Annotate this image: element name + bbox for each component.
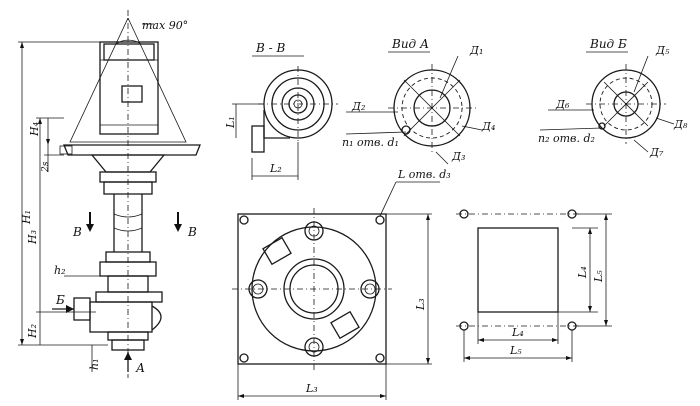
dim-D7: Д₇ [649, 146, 664, 159]
view-arrow-a: А [135, 361, 145, 375]
view-b-title: Вид Б [589, 37, 627, 51]
dim-D1: Д₁ [469, 44, 483, 57]
dim-L4: L₄ [576, 266, 589, 279]
dim-D8: Д₈ [673, 118, 688, 131]
dim-D5: Д₅ [655, 44, 670, 57]
foundation-view: L₄ L₅ L₄ L₅ [456, 209, 612, 362]
dim-L5-horizontal: L₅ [509, 344, 522, 357]
discharge-nozzle [73, 297, 91, 321]
tilt-cone [69, 17, 187, 143]
dim-L3: L₃ [414, 298, 427, 311]
dim-H2: H₂ [26, 324, 39, 339]
dim-H1: H₁ [20, 210, 33, 225]
dim-D3: Д₃ [451, 150, 465, 163]
section-bb-title: В - В [255, 41, 286, 55]
pump-elevation: В В А Б H₁ H₃ H₂ H₄ 2s h₁ h₂ max [18, 10, 201, 378]
section-marker-left: В [72, 225, 82, 239]
dim-L1: L₁ [224, 116, 237, 129]
plan-view: L отв. d₃ L₃ L₃ [232, 168, 451, 400]
bolt-holes-3: L отв. d₃ [397, 168, 451, 181]
mount-plate [63, 144, 201, 156]
motor-body [99, 41, 159, 135]
section-bb-view: В - В L₁ L₂ [224, 41, 338, 180]
terminal-box [121, 85, 143, 103]
dim-h2: h₂ [54, 264, 66, 277]
dim-D4: Д₄ [481, 120, 495, 133]
view-a-title: Вид А [391, 37, 429, 51]
view-arrow-b: Б [55, 293, 65, 307]
dim-L3-bottom: L₃ [305, 382, 318, 395]
dim-H3: H₃ [26, 230, 39, 245]
suction-nozzle [111, 339, 145, 351]
foundation-block [477, 227, 559, 313]
section-marker-right: В [187, 225, 197, 239]
max-angle-label: max 90° [142, 19, 188, 32]
dim-L4-horizontal: L₄ [511, 326, 524, 339]
bolt-holes-1: n₁ отв. d₁ [342, 136, 399, 149]
dim-D6: Д₆ [555, 98, 570, 111]
dim-h1: h₁ [88, 359, 101, 371]
dim-D2: Д₂ [351, 100, 365, 113]
view-b: Вид Б Д₅ Д₆ Д₇ Д₈ n₂ отв. d₂ [538, 37, 688, 159]
dim-2s: 2s [41, 161, 51, 173]
bolt-holes-2: n₂ отв. d₂ [538, 132, 595, 145]
pump-casing [89, 301, 153, 333]
dim-H4: H₄ [28, 122, 41, 137]
dim-L2: L₂ [269, 162, 282, 175]
view-a: Вид А Д₁ Д₂ Д₃ Д₄ n₁ отв. d₁ [342, 37, 495, 165]
dim-L5-vertical: L₅ [592, 270, 605, 283]
